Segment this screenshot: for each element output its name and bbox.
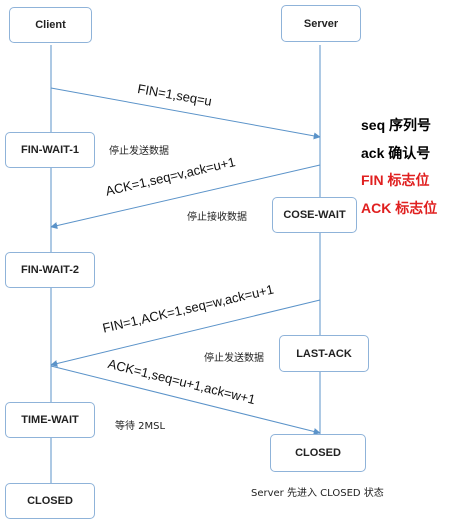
legend-ack-flag: ACK 标志位	[361, 200, 438, 216]
state-last-ack: LAST-ACK	[279, 335, 369, 372]
state-cose-wait: COSE-WAIT	[272, 197, 357, 233]
message-arrow-fin	[50, 87, 321, 140]
client-header: Client	[9, 7, 92, 43]
note-server-closed-first: Server 先进入 CLOSED 状态	[251, 488, 384, 499]
message-arrow-fin-ack	[50, 299, 321, 367]
legend-fin-flag: FIN 标志位	[361, 172, 430, 188]
note-stop-sending-client: 停止发送数据	[109, 146, 169, 157]
state-fin-wait-2: FIN-WAIT-2	[5, 252, 95, 288]
note-stop-receiving: 停止接收数据	[187, 212, 247, 223]
state-client-closed: CLOSED	[5, 483, 95, 519]
message-arrow-ack	[50, 164, 321, 229]
note-stop-sending-server: 停止发送数据	[204, 353, 264, 364]
server-header: Server	[281, 5, 361, 42]
message-arrow-final-ack	[50, 365, 321, 435]
legend-seq: seq 序列号	[361, 117, 432, 133]
state-fin-wait-1: FIN-WAIT-1	[5, 132, 95, 168]
state-time-wait: TIME-WAIT	[5, 402, 95, 438]
legend-ack: ack 确认号	[361, 145, 431, 161]
note-wait-2msl: 等待 2MSL	[115, 421, 166, 432]
state-server-closed: CLOSED	[270, 434, 366, 472]
